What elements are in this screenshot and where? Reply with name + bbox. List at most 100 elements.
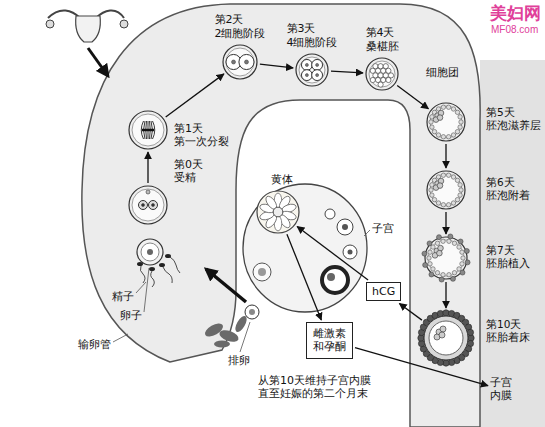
cell-figure: [429, 188, 433, 192]
cell-figure: [427, 103, 465, 141]
box-text: hCG: [372, 285, 395, 298]
cell-figure: [132, 189, 164, 221]
cell-figure: [441, 273, 445, 277]
cell-figure: [152, 204, 155, 207]
cell-figure: [366, 58, 398, 90]
connector-arrow: [399, 303, 422, 320]
cell-figure: [423, 262, 428, 267]
cell-figure: [132, 114, 164, 146]
cell-figure: [273, 207, 283, 217]
uterus-icon: [120, 20, 128, 28]
cell-figure: [441, 239, 445, 243]
egg-cell: [137, 239, 163, 265]
egg-cell: [137, 239, 163, 265]
cell-figure: [446, 203, 450, 207]
cell-figure: [427, 171, 465, 209]
connector-arrow: [297, 226, 368, 280]
cell-figure: [458, 239, 463, 244]
cell-figure: [437, 115, 443, 121]
node-outline: [128, 110, 168, 150]
stage-label: 第0天 受精: [174, 158, 203, 185]
node-outline: [222, 44, 258, 80]
cell-figure: [129, 186, 167, 224]
cell-figure: [425, 237, 467, 279]
stage-label: 第1天 第一次分裂: [174, 122, 229, 149]
stage-label: 第2天 2细胞阶段: [215, 13, 266, 40]
ovary: [243, 184, 367, 312]
connector-arrow: [445, 144, 446, 168]
cell-figure: [305, 74, 308, 77]
follicles: [342, 224, 348, 230]
cell-figure: [439, 332, 445, 338]
stage-label: 第7天 胚胎植入: [486, 244, 530, 270]
cell-figure: [301, 70, 312, 81]
leader-lines: [144, 268, 149, 312]
stage-label: 第10天 胚胎着床: [486, 318, 530, 344]
cell-figure: [441, 203, 445, 207]
cell-figure: [369, 61, 395, 87]
stage-label: 第6天 胚泡附着: [486, 176, 530, 202]
cell-figure: [149, 201, 158, 210]
cell-figure: [427, 241, 432, 246]
cell-figure: [436, 133, 440, 137]
fimbriae: [203, 314, 249, 347]
cell-figure: [446, 135, 450, 139]
sperm-cells: [137, 254, 180, 287]
connector-arrow: [287, 234, 321, 320]
ovulated-egg: [245, 305, 259, 319]
connector-arrow: [445, 282, 446, 308]
embryo-stage: 第10天 胚胎着床: [418, 310, 474, 366]
cell-figure: [461, 256, 465, 260]
cell-figure: [430, 174, 462, 206]
cell-figure: [458, 193, 462, 197]
cell-figure: [460, 250, 464, 254]
uterus-icon: [46, 20, 54, 28]
watermark: MF08.com: [491, 24, 538, 36]
cell-figure: [432, 129, 436, 133]
node-outline: [295, 53, 329, 87]
cell-figure: [437, 235, 442, 240]
cell-figure: [316, 63, 319, 66]
cell-figure: [458, 115, 462, 119]
cell-figure: [455, 197, 459, 201]
cell-figure: [457, 245, 461, 249]
cell-figure: [437, 250, 443, 256]
cell-figure: [447, 273, 451, 277]
follicles: [348, 250, 353, 255]
cell-figure: [366, 58, 398, 90]
cell-figure: [422, 234, 470, 282]
cell-figure: [452, 241, 456, 245]
ovulated-egg: [249, 309, 255, 315]
part-label: 卵子: [120, 309, 142, 322]
box-text: 雌激素 和孕酮: [313, 327, 346, 354]
uterine-wall: [480, 60, 545, 427]
cell-figure: [464, 249, 469, 254]
embryo-stage: 第6天 胚泡附着: [426, 170, 466, 210]
cell-figure: [316, 74, 319, 77]
cell-figure: [427, 171, 465, 209]
leader-lines: [113, 334, 128, 342]
cell-figure: [226, 48, 254, 76]
cell-figure: [142, 129, 154, 132]
cell-figure: [458, 183, 462, 187]
cell-figure: [455, 178, 459, 182]
cell-figure: [129, 111, 167, 149]
cell-figure: [428, 250, 432, 254]
cell-figure: [239, 54, 254, 69]
hormone-box: hCG: [366, 282, 401, 301]
cell-figure: [432, 197, 436, 201]
cell-figure: [460, 270, 465, 275]
connector-arrow: [397, 85, 428, 108]
cell-figure: [459, 120, 463, 124]
stage-label: 黄体: [271, 173, 293, 186]
cell-figure: [430, 125, 434, 129]
sperm-cells: [149, 267, 155, 271]
cell-figure: [386, 77, 391, 82]
cell-figure: [428, 240, 464, 276]
part-label: 输卵管: [78, 338, 111, 351]
cell-figure: [146, 190, 150, 194]
cell-figure: [430, 106, 462, 138]
part-label: 精子: [112, 290, 134, 303]
cell-figure: [446, 105, 450, 109]
embryo-stage: 第2天 2细胞阶段: [222, 44, 258, 80]
